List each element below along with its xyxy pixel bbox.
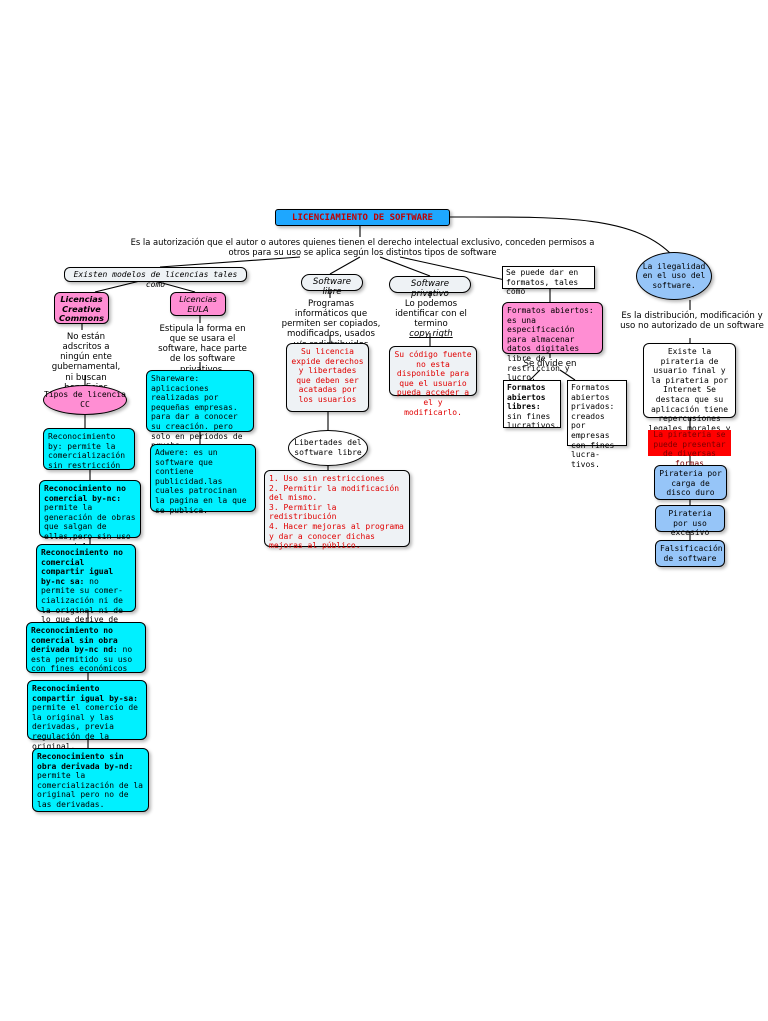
software-libre-node: Software libre: [301, 274, 363, 297]
libre-license-node: Su licencia expide derechos y libertades…: [286, 343, 369, 412]
cc-type-by-nd: Reconocimiento sin obra derivada by-nd: …: [32, 748, 149, 812]
map-title: LICENCIAMIENTO DE SOFTWARE: [275, 209, 450, 226]
cc-license-node: Licencias Creative Commons: [54, 292, 109, 324]
freedom-item: 3. Permitir la redistribución: [269, 502, 337, 522]
ilegalidad-node: La ilegalidad en el uso del software.: [636, 252, 712, 300]
freedom-item: 2. Permitir la modificación del mismo.: [269, 483, 400, 503]
formatos-node: Se puede dar en formatos, tales como: [502, 266, 595, 296]
ilegalidad-description: Es la distribución, modificación y uso n…: [620, 311, 764, 332]
libre-freedoms-list: 1. Uso sin restricciones 2. Permitir la …: [264, 470, 410, 550]
models-header: Existen modelos de licencias tales como: [64, 267, 247, 289]
privativo-code-node: Su código fuente no esta disponible para…: [389, 346, 477, 417]
pirateria-disco-node: Pirateria por carga de disco duro: [654, 465, 727, 500]
cc-type-by-nc: Reconocimiento no comercial by-nc: permi…: [39, 480, 141, 551]
formatos-libres-node: Formatos abiertos libres: sin fines lucr…: [503, 380, 561, 430]
shareware-node: Shareware: aplicaciones realizadas por p…: [146, 370, 254, 450]
eula-license-node: Licencias EULA: [170, 292, 226, 316]
formatos-divide-label: Se divide en: [523, 359, 577, 369]
eula-description: Estipula la forma en que se usara el sof…: [158, 324, 247, 375]
pirateria-uso-node: Pirateria por uso excesivo: [655, 505, 725, 537]
cc-type-by-nc-sa: Reconocimiento no comercial compartir ig…: [36, 544, 136, 634]
cc-types-node: Tipos de licencia CC: [43, 385, 127, 415]
adware-node: Adwere: es un software que contiene publ…: [150, 444, 256, 515]
cc-type-by-sa: Reconocimiento compartir igual by-sa: pe…: [27, 680, 147, 751]
formatos-abiertos-node: Formatos abiertos: es una especificación…: [502, 302, 603, 382]
formatos-privados-node: Formatos abiertos privados: creados por …: [567, 380, 627, 469]
pirateria-node: Existe la pirateria de usuario final y l…: [643, 343, 736, 442]
cc-type-by: Reconocimiento by: permite la comerciali…: [43, 428, 135, 470]
software-privativo-node: Software privativo: [389, 276, 471, 299]
freedom-item: 1. Uso sin restricciones: [269, 474, 385, 483]
falsificacion-node: Falsificación de software: [655, 540, 725, 567]
definition-text: Es la autorización que el autor o autore…: [130, 237, 595, 257]
libre-freedoms-node: Libertades del software libre: [288, 430, 368, 466]
pirateria-forms-node: La pirateria se puede presentar de diver…: [648, 430, 731, 468]
cc-type-by-nc-nd: Reconocimiento no comercial sin obra der…: [26, 622, 146, 673]
freedom-item: 4. Hacer mejoras al programa y dar a con…: [269, 521, 404, 551]
privativo-description: Lo podemos identificar con el termino co…: [395, 299, 467, 340]
